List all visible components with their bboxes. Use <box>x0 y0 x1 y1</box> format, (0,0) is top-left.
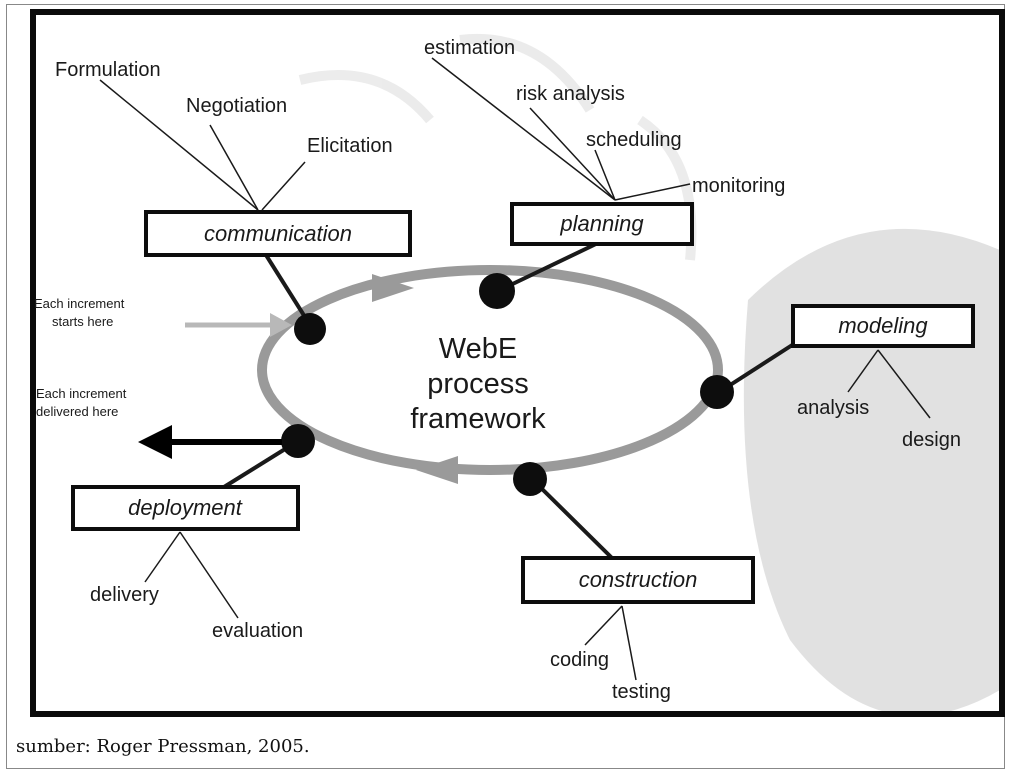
center-title-line2: process <box>427 368 529 400</box>
deployment-box <box>71 485 300 531</box>
ring-direction-arrow-bottom <box>416 456 458 484</box>
planning-task-line-1 <box>431 57 616 201</box>
modeling-connector <box>722 338 802 391</box>
modeling-task-analysis: analysis <box>797 397 869 419</box>
increment-start-arrowhead <box>270 313 292 337</box>
watermark-stroke-2 <box>459 33 595 113</box>
deployment-node <box>281 424 315 458</box>
construction-task-line-2 <box>621 605 637 681</box>
communication-label: communication <box>204 221 352 246</box>
planning-task-monitoring: monitoring <box>692 175 785 197</box>
increment-start-note-line1: Each increment <box>34 296 125 311</box>
construction-task-testing: testing <box>612 681 671 703</box>
planning-connector <box>499 241 599 292</box>
communication-connector <box>264 253 312 327</box>
modeling-node <box>700 375 734 409</box>
planning-task-estimation: estimation <box>424 37 515 59</box>
construction-box <box>521 556 755 604</box>
modeling-task-line-2 <box>877 349 931 419</box>
planning-task-line-3 <box>594 149 616 201</box>
construction-connector <box>533 480 614 560</box>
center-title-line1: WebE <box>439 333 517 365</box>
modeling-label: modeling <box>838 313 928 338</box>
communication-task-formulation: Formulation <box>55 59 161 81</box>
watermark-logo-shape <box>743 228 1000 716</box>
diagram-frame <box>30 9 1005 717</box>
construction-label: construction <box>579 567 698 592</box>
planning-node <box>479 273 515 309</box>
process-ring <box>257 265 723 475</box>
construction-task-coding: coding <box>550 649 609 671</box>
center-title-line3: framework <box>410 403 546 435</box>
increment-delivered-note-line2: delivered here <box>36 404 118 419</box>
construction-node <box>513 462 547 496</box>
communication-task-line-2 <box>209 124 259 211</box>
planning-task-line-2 <box>529 107 616 201</box>
communication-node <box>294 313 326 345</box>
planning-task-risk-analysis: risk analysis <box>516 83 625 105</box>
modeling-box <box>791 304 975 348</box>
planning-box <box>510 202 694 246</box>
deployment-task-delivery: delivery <box>90 584 159 606</box>
communication-task-elicitation: Elicitation <box>307 135 393 157</box>
modeling-task-design: design <box>902 429 961 451</box>
increment-delivered-arrowhead <box>138 425 172 459</box>
deployment-task-evaluation: evaluation <box>212 620 303 642</box>
ring-direction-arrow-top <box>372 274 414 302</box>
planning-label: planning <box>559 211 644 236</box>
figure-caption: sumber: Roger Pressman, 2005. <box>16 736 310 757</box>
deployment-label: deployment <box>128 495 243 520</box>
communication-task-negotiation: Negotiation <box>186 95 287 117</box>
deployment-task-line-1 <box>144 531 181 583</box>
communication-task-line-1 <box>99 79 259 211</box>
increment-delivered-note-line1: Each increment <box>36 386 127 401</box>
deployment-task-line-2 <box>179 531 239 619</box>
watermark <box>298 33 1000 716</box>
increment-start-note-line2: starts here <box>52 314 113 329</box>
communication-box <box>144 210 412 257</box>
construction-task-line-1 <box>584 605 623 646</box>
communication-task-line-3 <box>261 161 306 211</box>
modeling-task-line-1 <box>847 349 879 393</box>
planning-task-line-4 <box>614 183 691 201</box>
watermark-stroke-1 <box>298 70 434 124</box>
planning-task-scheduling: scheduling <box>586 129 682 151</box>
